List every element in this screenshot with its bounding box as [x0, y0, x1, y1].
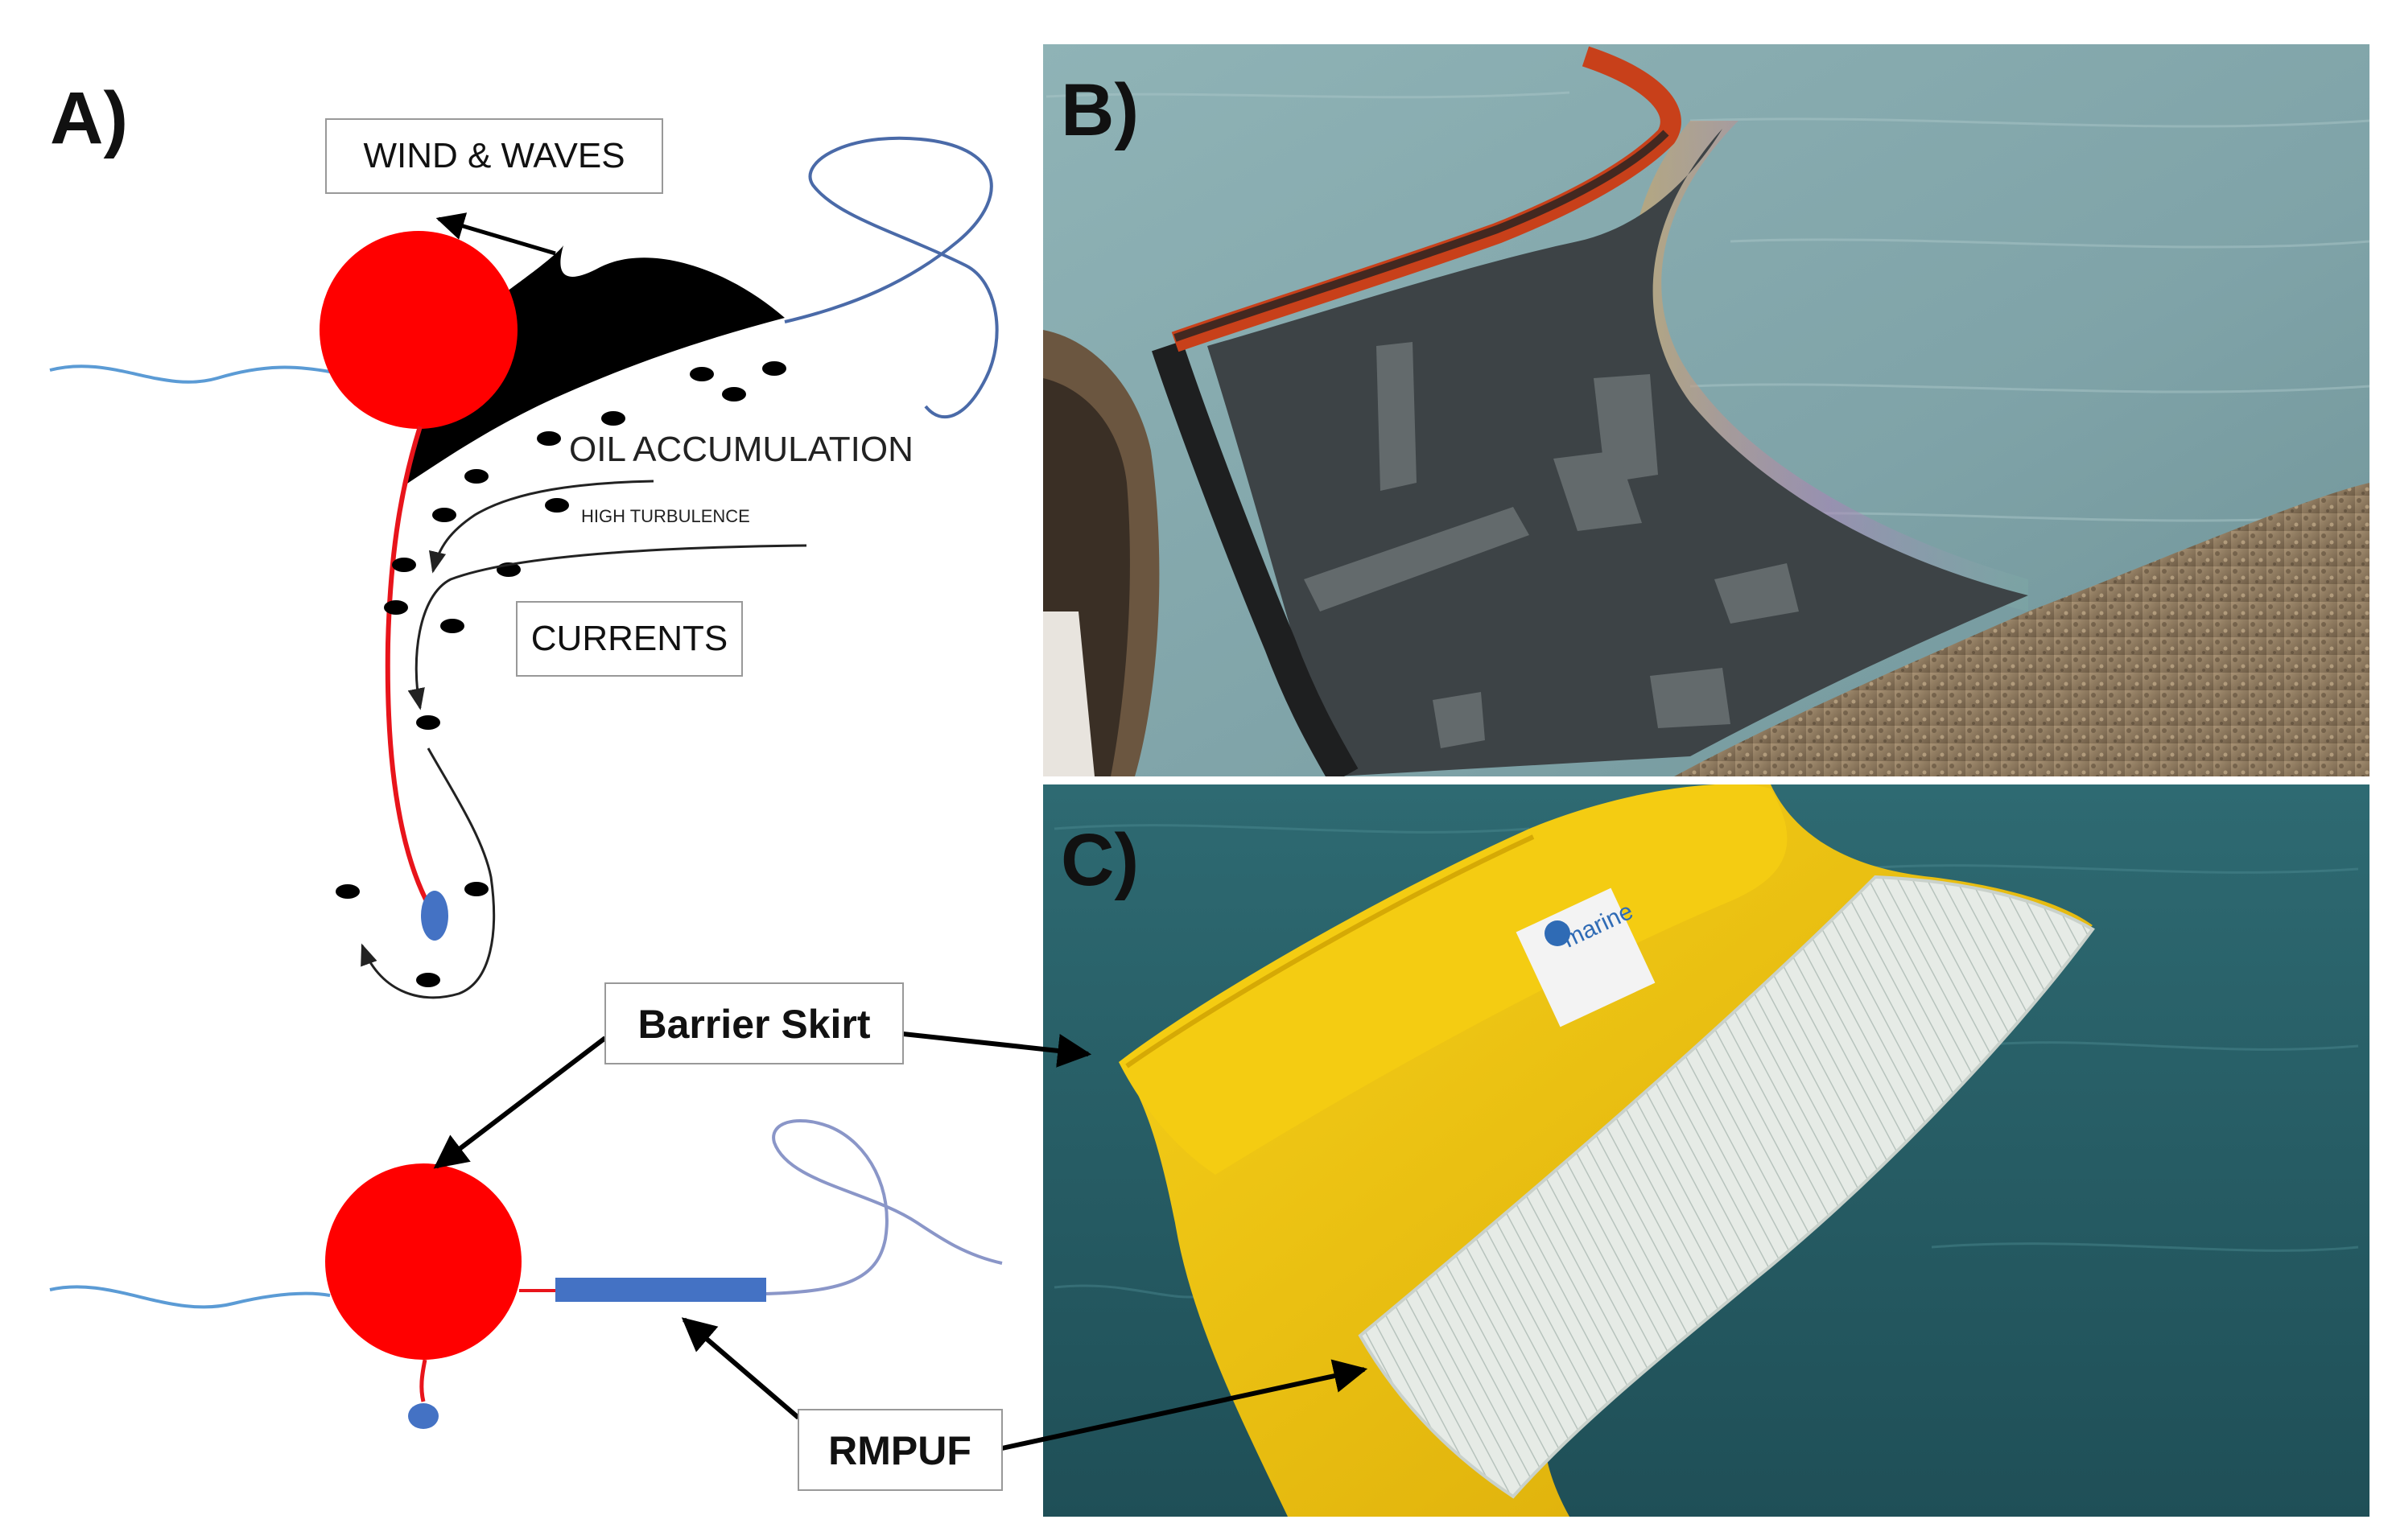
rmpuf-bar [555, 1278, 766, 1302]
wave-curl-top [784, 136, 999, 419]
wave-curl-bottom [765, 1119, 1003, 1295]
panel-gutter-vertical [1035, 44, 1043, 1517]
panel-c-photo: marine C) [1043, 784, 2369, 1517]
boom-float-bottom [325, 1163, 522, 1360]
panel-a-letter: A) [50, 77, 128, 159]
rmpuf-arrow-right [1001, 1359, 1368, 1451]
barrier-skirt-line-bottom [419, 1359, 427, 1402]
barrier-skirt-label: Barrier Skirt [637, 1002, 870, 1047]
barrier-skirt-arrow-right [902, 1031, 1092, 1068]
wind-waves-label: WIND & WAVES [363, 136, 625, 175]
current-arrow-2 [407, 544, 807, 710]
water-line-bottom [49, 1285, 331, 1309]
boom-float-top [320, 231, 518, 429]
rock-shore [1674, 483, 2369, 776]
panel-gutter-horizontal [1043, 776, 2369, 784]
barrier-skirt-line-top [385, 426, 429, 903]
ballast-weight-top [421, 891, 448, 941]
oil-patches [1304, 342, 1799, 748]
yellow-boom-float [1119, 784, 1788, 1175]
barrier-skirt-box: Barrier Skirt [604, 982, 904, 1064]
boom-brand-label: marine [1516, 887, 1656, 1027]
high-turbulence-label: HIGH TURBULENCE [581, 506, 750, 526]
rmpuf-box: RMPUF [798, 1409, 1003, 1491]
wind-waves-box: WIND & WAVES [325, 118, 663, 194]
barrier-skirt-arrow-left [433, 1036, 607, 1169]
water-line-top [49, 364, 331, 384]
panel-a-diagram: A) WIND & WAVES [49, 77, 1003, 1429]
rmpuf-arrow-left [681, 1317, 800, 1420]
boom-dark-segment [1152, 340, 1359, 784]
oil-droplets [336, 361, 786, 987]
current-arrow-3 [361, 747, 496, 999]
panel-b-letter: B) [1061, 69, 1139, 151]
rmpuf-label: RMPUF [828, 1428, 971, 1473]
currents-label: CURRENTS [531, 619, 728, 658]
panel-b-photo: B) [1043, 44, 2370, 784]
rmpuf-mat [1358, 875, 2095, 1499]
ballast-weight-bottom [408, 1403, 439, 1429]
currents-box: CURRENTS [516, 601, 743, 677]
wind-arrow [435, 212, 556, 256]
oil-sheen-edge [1630, 121, 2028, 611]
current-arrow-1 [429, 480, 654, 574]
panel-c-letter: C) [1061, 819, 1139, 901]
oil-accumulation-label: OIL ACCUMULATION [569, 430, 914, 469]
